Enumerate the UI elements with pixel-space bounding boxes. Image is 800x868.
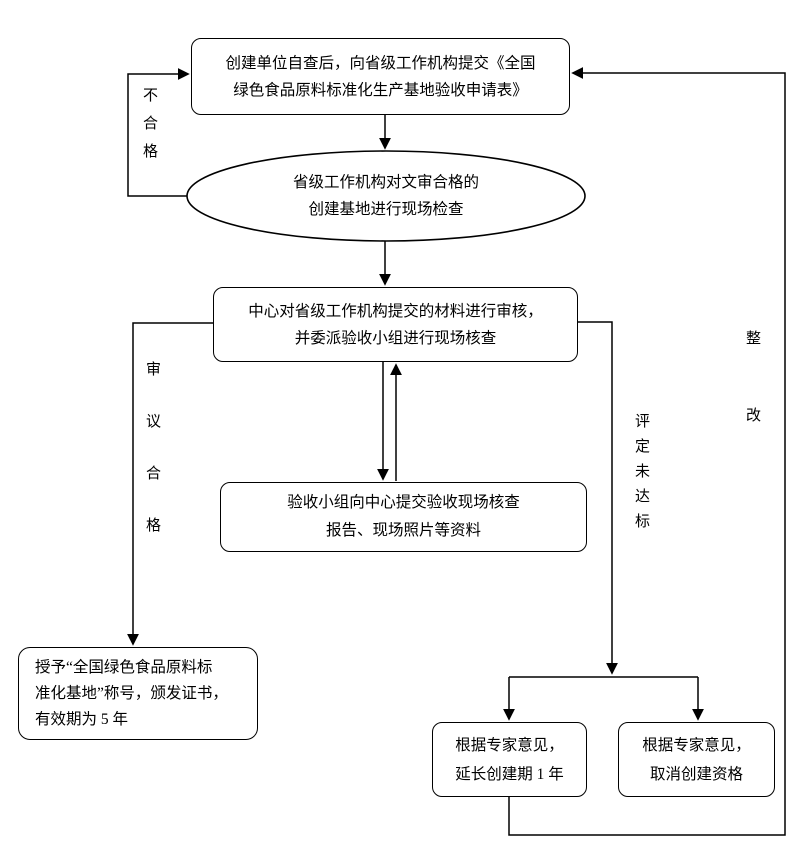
edge-label-pass: 审议合格 — [145, 362, 161, 534]
node-sitecheck-label: 省级工作机构对文审合格的 创建基地进行现场检查 — [292, 174, 479, 218]
node-sitecheck-shape — [186, 150, 586, 242]
node-cancel: 根据专家意见， 取消创建资格 — [618, 722, 775, 797]
arrow-rectify-loop — [508, 67, 786, 836]
edge-label-rectify: 整改 — [745, 331, 761, 424]
node-review: 中心对省级工作机构提交的材料进行审核， 并委派验收小组进行现场核查 — [213, 287, 578, 362]
edge-label-not-met: 评定未达标 — [634, 414, 650, 530]
node-extend: 根据专家意见， 延长创建期 1 年 — [432, 722, 587, 797]
arrow-fail-loop — [127, 68, 190, 197]
arrow-pass-to-award — [127, 322, 213, 646]
node-report: 验收小组向中心提交验收现场核查 报告、现场照片等资料 — [220, 482, 587, 552]
edge-label-fail: 不合格 — [142, 88, 158, 160]
node-apply: 创建单位自查后，向省级工作机构提交《全国 绿色食品原料标准化生产基地验收申请表》 — [191, 38, 570, 115]
arrow-notmet-to-junction — [578, 321, 618, 675]
node-award: 授予“全国绿色食品原料标 准化基地”称号，颁发证书， 有效期为 5 年 — [18, 647, 258, 740]
